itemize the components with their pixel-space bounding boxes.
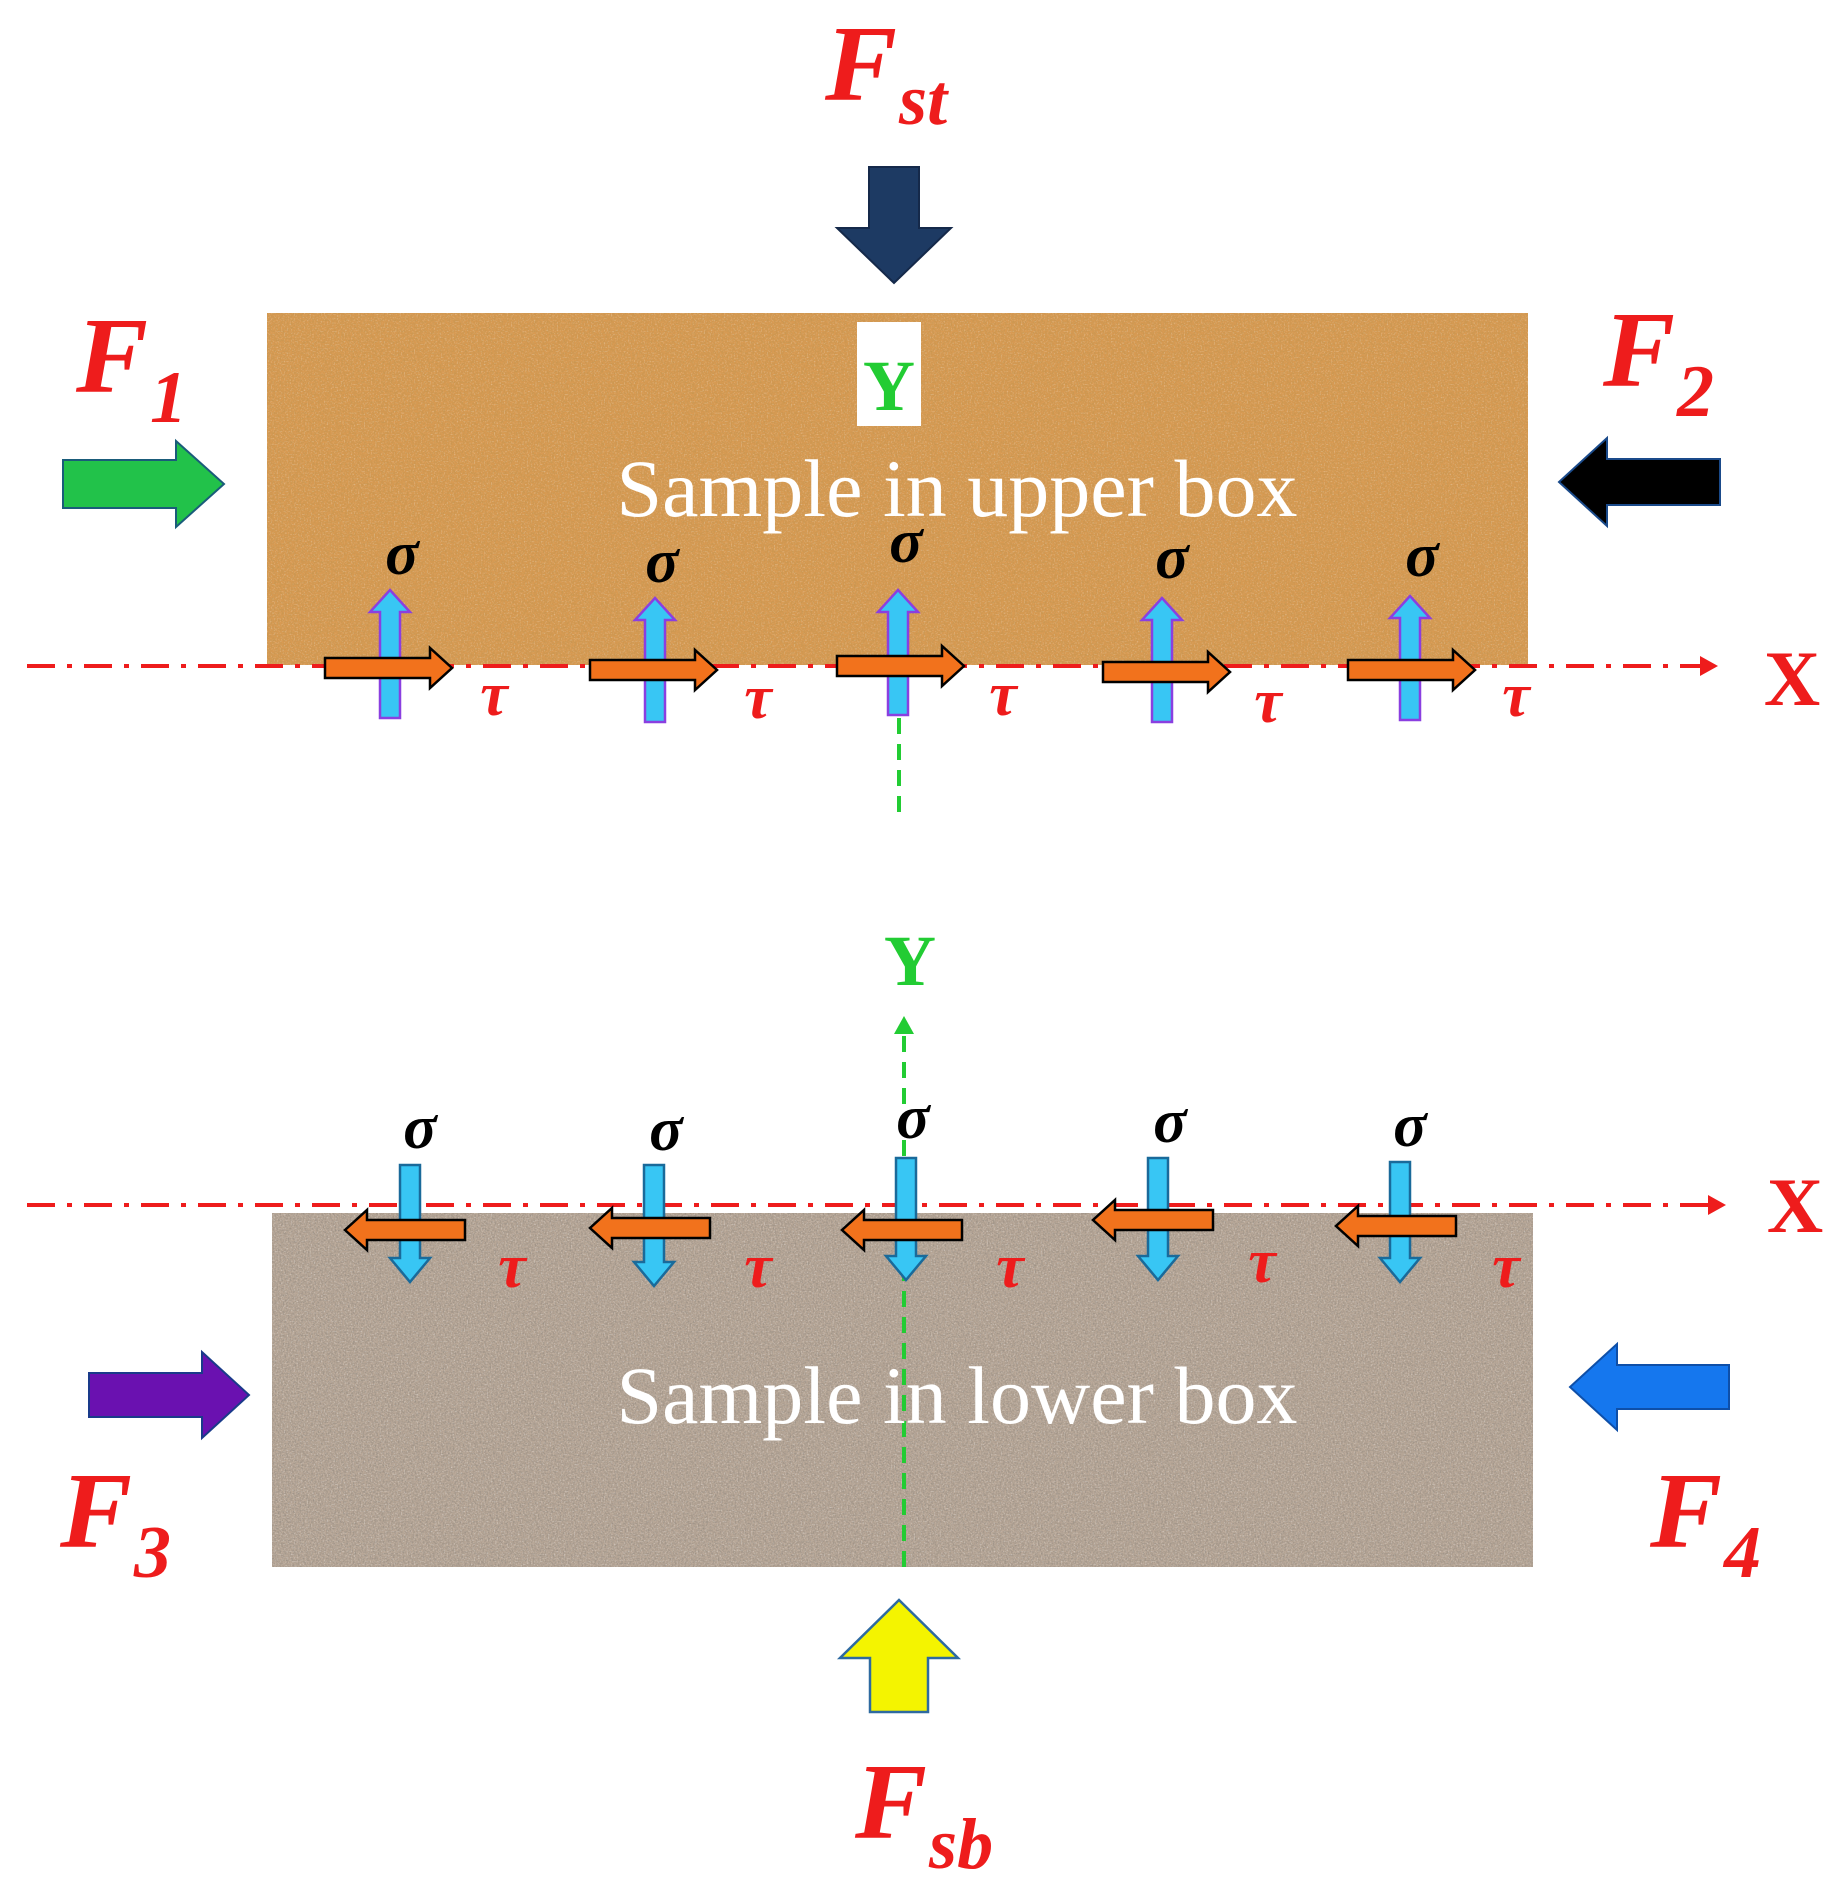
svg-text:F4: F4 xyxy=(1649,1452,1761,1594)
upper-sigma-arrow-1 xyxy=(367,588,413,720)
lower-sigma-4: σ xyxy=(1153,1088,1188,1156)
force-arrow-f2 xyxy=(1557,435,1721,529)
force-label-f4: F4 xyxy=(1649,1452,1761,1594)
lower-axis-x-label: X xyxy=(1767,1162,1823,1249)
upper-axis-y-patch xyxy=(857,322,921,426)
force-label-fsb: Fsb xyxy=(854,1743,993,1884)
force-arrow-f3 xyxy=(88,1349,251,1441)
upper-stress-pair-5: σ τ xyxy=(1346,522,1532,730)
upper-x-axis-arrowhead xyxy=(1700,656,1718,676)
lower-tau-2: τ xyxy=(744,1233,774,1301)
force-f1-main: F xyxy=(75,297,148,416)
lower-tau-arrow-1 xyxy=(343,1207,467,1253)
lower-tau-3: τ xyxy=(996,1233,1026,1301)
upper-sigma-3: σ xyxy=(889,508,924,576)
lower-tau-4: τ xyxy=(1248,1228,1278,1296)
svg-text:Fst: Fst xyxy=(824,5,949,140)
lower-sigma-3: σ xyxy=(896,1084,931,1152)
force-f3-sub: 3 xyxy=(133,1512,171,1594)
upper-stress-pair-1: σ τ xyxy=(323,520,510,729)
force-f2-sub: 2 xyxy=(1676,351,1714,433)
lower-x-axis-arrowhead xyxy=(1708,1195,1726,1215)
upper-tau-arrow-1 xyxy=(323,645,454,691)
lower-tau-arrow-3 xyxy=(840,1207,964,1253)
lower-stress-pair-3: σ τ xyxy=(840,1084,1026,1301)
upper-tau-4: τ xyxy=(1254,668,1284,736)
force-arrow-f1 xyxy=(62,438,226,530)
upper-stress-pair-2: σ τ xyxy=(588,528,774,732)
lower-box-label: Sample in lower box xyxy=(617,1350,1298,1441)
upper-tau-arrow-5 xyxy=(1346,647,1477,693)
lower-stress-pair-4: σ τ xyxy=(1091,1088,1278,1296)
lower-axis-y-label: Y xyxy=(884,921,936,1001)
force-label-fst: Fst xyxy=(824,5,949,140)
lower-stress-pair-2: σ τ xyxy=(588,1096,774,1301)
lower-tau-5: τ xyxy=(1492,1233,1522,1301)
upper-sigma-arrow-4 xyxy=(1139,596,1185,724)
lower-stress-pair-1: σ τ xyxy=(343,1094,528,1301)
force-f4-main: F xyxy=(1649,1452,1722,1571)
upper-box-label: Sample in upper box xyxy=(617,443,1298,534)
upper-tau-2: τ xyxy=(744,664,774,732)
upper-tau-1: τ xyxy=(480,661,510,729)
upper-stress-pair-4: σ τ xyxy=(1101,524,1284,736)
lower-stress-pair-5: σ τ xyxy=(1334,1092,1522,1301)
upper-tau-5: τ xyxy=(1502,662,1532,730)
force-fst-main: F xyxy=(824,5,897,124)
upper-sigma-4: σ xyxy=(1155,524,1190,592)
lower-tau-arrow-2 xyxy=(588,1205,712,1251)
svg-text:Fsb: Fsb xyxy=(854,1743,993,1884)
force-f1-sub: 1 xyxy=(150,357,187,439)
force-arrow-fst xyxy=(834,166,954,285)
force-f2-main: F xyxy=(1602,291,1675,410)
upper-axis-y-label: Y xyxy=(863,346,915,426)
upper-axis-x-label: X xyxy=(1764,635,1820,722)
lower-tau-1: τ xyxy=(498,1233,528,1301)
upper-sigma-5: σ xyxy=(1405,522,1440,590)
force-fst-sub: st xyxy=(898,60,949,140)
force-arrow-fsb xyxy=(836,1598,962,1714)
upper-tau-arrow-2 xyxy=(588,647,719,693)
upper-sigma-arrow-5 xyxy=(1387,594,1433,722)
lower-y-axis-arrowhead xyxy=(894,1016,914,1034)
force-label-f3: F3 xyxy=(59,1452,171,1594)
lower-sigma-5: σ xyxy=(1393,1092,1428,1160)
lower-tau-arrow-4 xyxy=(1091,1197,1215,1243)
upper-sigma-2: σ xyxy=(645,528,680,596)
svg-text:F2: F2 xyxy=(1602,291,1714,433)
force-label-f1: F1 xyxy=(75,297,187,439)
upper-sigma-arrow-3 xyxy=(875,588,921,717)
lower-sigma-2: σ xyxy=(649,1096,684,1164)
svg-text:F1: F1 xyxy=(75,297,187,439)
force-fsb-main: F xyxy=(854,1743,927,1862)
lower-sigma-1: σ xyxy=(403,1094,438,1162)
upper-tau-3: τ xyxy=(989,661,1019,729)
force-f3-main: F xyxy=(59,1452,132,1571)
lower-tau-arrow-5 xyxy=(1334,1203,1458,1249)
force-fsb-sub: sb xyxy=(928,1804,993,1884)
svg-text:F3: F3 xyxy=(59,1452,171,1594)
upper-sigma-1: σ xyxy=(385,520,420,588)
upper-tau-arrow-3 xyxy=(835,643,966,689)
force-f4-sub: 4 xyxy=(1722,1512,1761,1594)
force-arrow-f4 xyxy=(1568,1341,1730,1433)
upper-stress-pair-3: σ τ xyxy=(835,508,1019,729)
upper-tau-arrow-4 xyxy=(1101,649,1232,695)
force-label-f2: F2 xyxy=(1602,291,1714,433)
